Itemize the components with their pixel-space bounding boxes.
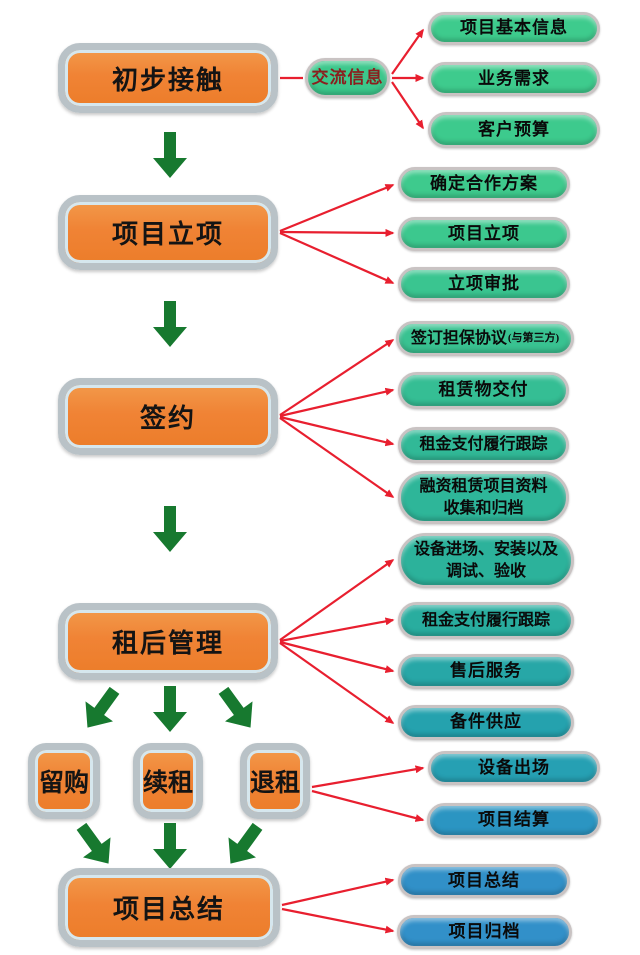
detail-pill-initiation-approval: 立项审批: [398, 267, 570, 301]
stage-label: 项目总结: [112, 894, 225, 924]
stage-return-lease: 退租: [240, 743, 310, 819]
detail-pill-equipment-installation-acceptance: 设备进场、安装以及 调试、验收: [398, 533, 574, 588]
pill-label: 业务需求: [478, 68, 550, 88]
pill-label: 项目总结: [448, 870, 520, 890]
connector-label: 交流信息: [311, 67, 384, 87]
stage-label: 初步接触: [111, 64, 224, 95]
pill-label: 项目立项: [448, 223, 520, 243]
red-connector-arrows: [279, 28, 425, 934]
detail-pill-project-settlement: 项目结算: [427, 803, 601, 838]
down-right-arrow-icon: [67, 816, 123, 874]
detail-pill-project-materials-archiving: 融资租赁项目资料 收集和归档: [398, 471, 569, 524]
down-left-arrow-icon: [216, 816, 272, 874]
stage-post-lease-management: 租后管理: [58, 603, 278, 680]
pill-label: 项目结算: [478, 810, 550, 830]
detail-pill-after-sales-service: 售后服务: [398, 654, 574, 689]
pill-label: 备件供应: [450, 712, 522, 732]
pill-label-line2: 收集和归档: [443, 499, 524, 517]
detail-pill-project-summary: 项目总结: [398, 864, 570, 898]
stage-label: 签约: [139, 403, 196, 433]
down-arrow-icon: [153, 132, 187, 178]
pill-label: 租赁物交付: [438, 380, 529, 400]
stage-renew-lease: 续租: [133, 743, 203, 819]
pill-label: 售后服务: [450, 661, 522, 681]
detail-pill-project-initiation: 项目立项: [398, 217, 570, 251]
stage-retain-purchase: 留购: [28, 743, 100, 819]
pill-label: 确定合作方案: [430, 173, 538, 193]
detail-pill-spare-parts-supply: 备件供应: [398, 705, 574, 740]
stage-label: 续租: [142, 769, 193, 797]
detail-pill-project-basic-info: 项目基本信息: [428, 12, 600, 45]
pill-note: (与第三方): [507, 331, 560, 344]
stage-label: 留购: [38, 769, 89, 797]
down-arrow-icon: [153, 686, 187, 732]
detail-pill-rent-payment-tracking-2: 租金支付履行跟踪: [398, 602, 574, 639]
down-right-arrow-icon: [209, 680, 265, 738]
stage-project-summary: 项目总结: [58, 868, 280, 947]
detail-pill-business-requirements: 业务需求: [428, 62, 600, 96]
stage-label: 项目立项: [111, 219, 224, 249]
down-arrow-icon: [153, 506, 187, 552]
pill-label: 立项审批: [448, 273, 520, 293]
pill-label-line2: 调试、验收: [445, 562, 526, 580]
connector-pill-exchange-info: 交流信息: [305, 58, 390, 98]
stage-label: 退租: [249, 769, 300, 797]
detail-pill-rent-payment-tracking: 租金支付履行跟踪: [398, 427, 569, 463]
detail-pill-customer-budget: 客户预算: [428, 112, 600, 148]
pill-label: 设备出场: [478, 757, 550, 777]
detail-pill-sign-guarantee-agreement: 签订担保协议(与第三方): [396, 321, 574, 356]
detail-pill-project-archiving: 项目归档: [397, 915, 572, 949]
pill-label: 项目归档: [448, 921, 521, 941]
stage-initial-contact: 初步接触: [58, 43, 278, 113]
stage-label: 租后管理: [111, 628, 224, 658]
pill-label: 客户预算: [478, 119, 550, 139]
pill-label: 租金支付履行跟踪: [421, 611, 550, 629]
down-left-arrow-icon: [73, 680, 129, 738]
pill-label: 签订担保协议: [410, 329, 507, 347]
stage-signing: 签约: [58, 378, 278, 455]
detail-pill-confirm-cooperation-plan: 确定合作方案: [398, 167, 570, 201]
detail-pill-equipment-removal: 设备出场: [428, 751, 600, 785]
stage-project-initiation: 项目立项: [58, 195, 278, 270]
down-arrow-icon: [153, 301, 187, 347]
pill-label: 项目基本信息: [460, 18, 568, 38]
pill-label-line1: 融资租赁项目资料: [419, 477, 548, 495]
detail-pill-leased-asset-delivery: 租赁物交付: [398, 372, 569, 409]
down-arrow-icon: [153, 823, 187, 869]
pill-label-line1: 设备进场、安装以及: [413, 540, 558, 558]
pill-label: 租金支付履行跟踪: [419, 436, 548, 454]
